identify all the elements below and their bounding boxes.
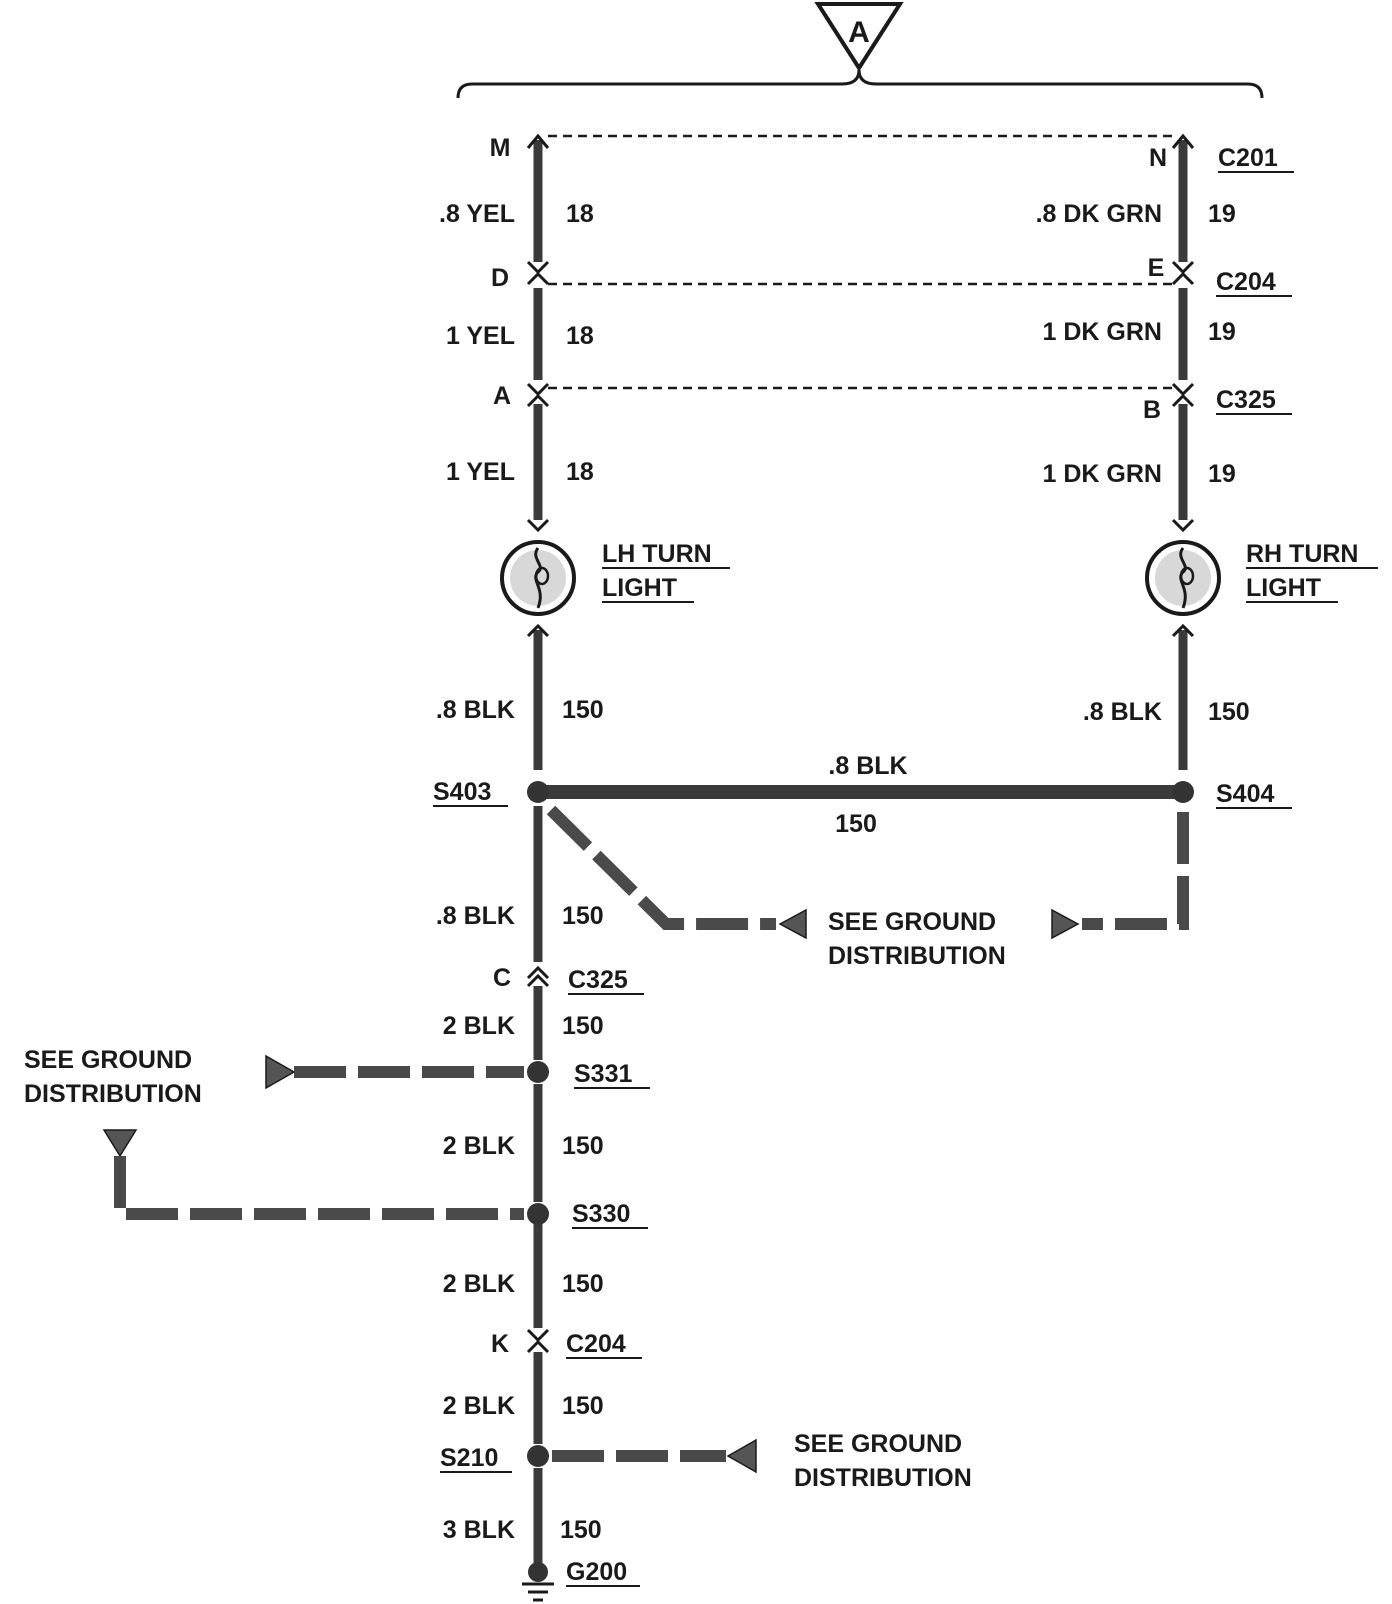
connector-c325-label: C325	[1216, 386, 1276, 414]
connector-terminals	[526, 133, 1195, 638]
ground-wire-4-circuit: 150	[562, 1270, 604, 1298]
pin-b-label: B	[1143, 396, 1161, 424]
s404-ground-distribution-wire	[1082, 812, 1189, 930]
see-ground-bottom-line2: DISTRIBUTION	[794, 1464, 972, 1492]
ground-connector-c204-label: C204	[566, 1330, 626, 1358]
lh-turn-light-label-line2: LIGHT	[602, 574, 677, 602]
lh-turn-light-label-line1: LH TURN	[602, 540, 712, 568]
ground-distribution-arrow-icon	[1051, 908, 1080, 940]
splice-s330	[527, 1203, 549, 1225]
rh-turn-light-bulb-icon	[1145, 540, 1221, 616]
ground-wire-4-label: 2 BLK	[443, 1270, 515, 1298]
left-wire-1-circuit: 18	[566, 200, 594, 228]
pin-c-label: C	[493, 964, 511, 992]
pin-m-label: M	[490, 134, 511, 162]
ground-wire-3-circuit: 150	[562, 1132, 604, 1160]
splice-s403	[527, 781, 549, 803]
ground-wire-5-label: 2 BLK	[443, 1392, 515, 1420]
right-wire-4-circuit: 150	[1208, 698, 1250, 726]
pin-k-label: K	[491, 1330, 509, 1358]
cross-wire-label: .8 BLK	[828, 752, 907, 780]
right-wire-4-label: .8 BLK	[1083, 698, 1162, 726]
lh-turn-light-bulb-icon	[500, 540, 576, 616]
left-wire-3-circuit: 18	[566, 458, 594, 486]
see-ground-right-line1: SEE GROUND	[828, 908, 996, 936]
harness-brace	[456, 69, 1264, 99]
ground-connector-c325-label: C325	[568, 966, 628, 994]
ground-g200-label: G200	[566, 1558, 627, 1586]
ground-wire-1-label: .8 BLK	[436, 902, 515, 930]
pin-d-label: D	[491, 264, 509, 292]
ground-wire-5-circuit: 150	[562, 1392, 604, 1420]
splice-s210	[527, 1445, 549, 1467]
top-marker-label: A	[848, 16, 870, 49]
connector-c201-label: C201	[1218, 144, 1278, 172]
see-ground-left-line2: DISTRIBUTION	[24, 1080, 202, 1108]
left-wire-4-circuit: 150	[562, 696, 604, 724]
splice-s404	[1172, 781, 1194, 803]
splice-s404-label: S404	[1216, 780, 1274, 808]
right-wire-3-label: 1 DK GRN	[1043, 460, 1162, 488]
rh-turn-light-label-line1: RH TURN	[1246, 540, 1359, 568]
splice-s403-label: S403	[433, 778, 491, 806]
ground-distribution-arrow-icon	[778, 908, 807, 940]
ground-wire-2-label: 2 BLK	[443, 1012, 515, 1040]
pin-a-label: A	[493, 382, 511, 410]
pin-n-label: N	[1149, 144, 1167, 172]
ground-wire-6-circuit: 150	[560, 1516, 602, 1544]
connector-outlines	[548, 134, 1173, 390]
right-wire-2-label: 1 DK GRN	[1043, 318, 1162, 346]
pin-e-label: E	[1148, 254, 1165, 282]
splice-s330-label: S330	[572, 1200, 630, 1228]
ground-distribution-arrow-icon	[102, 1129, 138, 1158]
s403-ground-distribution-wire	[546, 805, 776, 930]
ground-wire-2-circuit: 150	[562, 1012, 604, 1040]
right-wire-1-circuit: 19	[1208, 200, 1236, 228]
splice-s331-label: S331	[574, 1060, 632, 1088]
right-wire-2-circuit: 19	[1208, 318, 1236, 346]
left-wire-1-label: .8 YEL	[439, 200, 515, 228]
left-wire-2-circuit: 18	[566, 322, 594, 350]
top-reference-marker: A	[814, 1, 904, 72]
see-ground-bottom-line1: SEE GROUND	[794, 1430, 962, 1458]
see-ground-left-line1: SEE GROUND	[24, 1046, 192, 1074]
ground-symbol-icon	[522, 1562, 554, 1602]
ground-distribution-arrow-icon	[726, 1438, 757, 1474]
rh-turn-light-label-line2: LIGHT	[1246, 574, 1321, 602]
s330-ground-distribution-wire	[114, 1156, 524, 1220]
ground-wire-6-label: 3 BLK	[443, 1516, 515, 1544]
left-wire-4-label: .8 BLK	[436, 696, 515, 724]
splice-s331	[527, 1061, 549, 1083]
left-wire-3-label: 1 YEL	[446, 458, 515, 486]
ground-distribution-arrow-icon	[265, 1054, 296, 1090]
see-ground-right-line2: DISTRIBUTION	[828, 942, 1006, 970]
ground-wire-1-circuit: 150	[562, 902, 604, 930]
left-wire-2-label: 1 YEL	[446, 322, 515, 350]
connector-c204-label: C204	[1216, 268, 1276, 296]
splice-s210-label: S210	[440, 1444, 498, 1472]
cross-wire-circuit: 150	[835, 810, 877, 838]
right-wire-3-circuit: 19	[1208, 460, 1236, 488]
ground-connector-terminals	[526, 965, 550, 1354]
ground-wire-3-label: 2 BLK	[443, 1132, 515, 1160]
right-wire-1-label: .8 DK GRN	[1036, 200, 1162, 228]
